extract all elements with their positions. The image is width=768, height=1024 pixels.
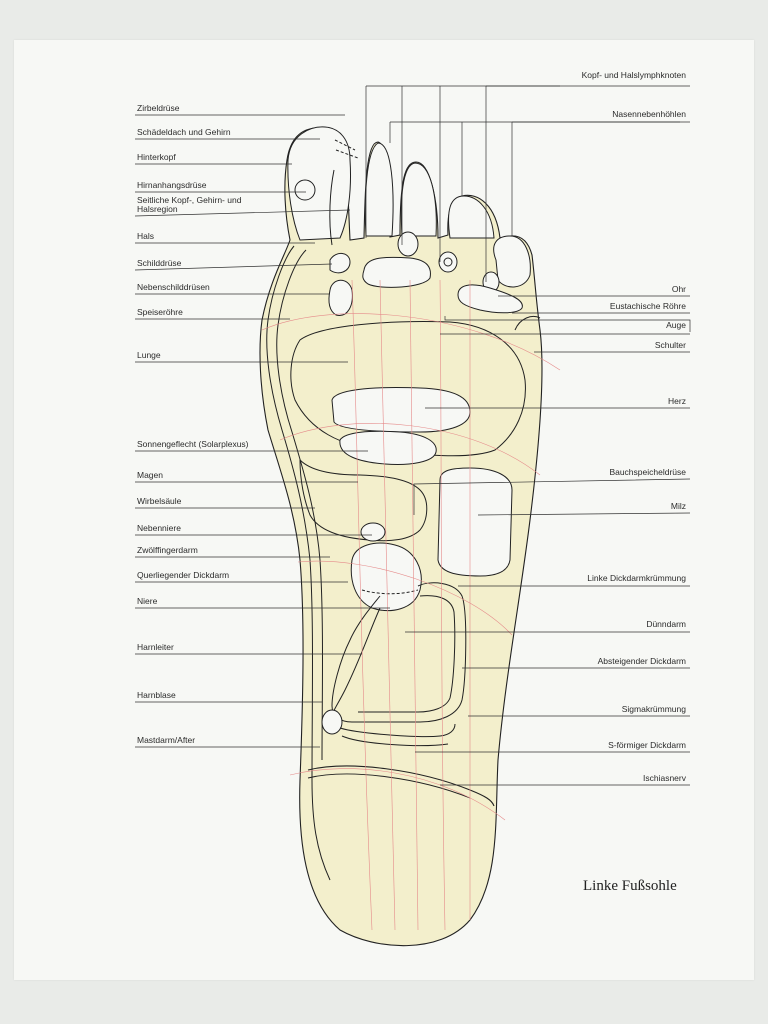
right-labels: Kopf- und Halslymphknoten Nasennebenhöhl… bbox=[582, 70, 687, 783]
colon-loop bbox=[331, 582, 467, 723]
big-toe-shape bbox=[287, 126, 351, 241]
label-schaedeldach: Schädeldach und Gehirn bbox=[137, 127, 231, 137]
spine-line-2 bbox=[276, 249, 323, 761]
label-harnleiter: Harnleiter bbox=[137, 642, 174, 652]
label-magen: Magen bbox=[137, 470, 163, 480]
pineal-dashed-line bbox=[334, 139, 359, 159]
label-kopf-halslymphknoten: Kopf- und Halslymphknoten bbox=[582, 70, 687, 80]
toe-base-circle bbox=[397, 231, 419, 257]
label-bauchspeicheldruese: Bauchspeicheldrüse bbox=[609, 467, 686, 477]
adrenal-circle bbox=[360, 522, 386, 542]
label-duenndarm: Dünndarm bbox=[646, 619, 686, 629]
label-linke-dickdarmkruemmung: Linke Dickdarmkrümmung bbox=[587, 573, 686, 583]
label-ischiasnerv: Ischiasnerv bbox=[643, 773, 687, 783]
sciatic-band-inner bbox=[307, 773, 471, 799]
thyroid-region bbox=[329, 253, 351, 274]
label-hirnanhangsdruese: Hirnanhangsdrüse bbox=[137, 180, 207, 190]
spleen-region bbox=[437, 467, 513, 577]
label-milz: Milz bbox=[671, 501, 686, 511]
ear-region bbox=[457, 284, 523, 314]
page-title: Linke Fußsohle bbox=[583, 878, 677, 894]
toe-3 bbox=[400, 162, 437, 237]
toe-base-circle bbox=[438, 251, 458, 273]
toe-2 bbox=[364, 142, 394, 237]
toe-5 bbox=[493, 235, 531, 288]
label-lunge: Lunge bbox=[137, 350, 161, 360]
left-leader-lines bbox=[134, 114, 390, 748]
label-sigmakruemmung: Sigmakrümmung bbox=[622, 704, 687, 714]
label-seitliche-kopf: Seitliche Kopf-, Gehirn- und bbox=[137, 195, 242, 205]
label-zwoelffingerdarm: Zwölffingerdarm bbox=[137, 545, 198, 555]
label-mastdarm-after: Mastdarm/After bbox=[137, 735, 195, 745]
label-auge: Auge bbox=[666, 320, 686, 330]
label-sonnengeflecht: Sonnengeflecht (Solarplexus) bbox=[137, 439, 249, 449]
label-ohr: Ohr bbox=[672, 284, 686, 294]
pituitary-circle bbox=[294, 179, 316, 201]
sigmoid-band-2 bbox=[341, 735, 449, 747]
lung-region bbox=[290, 321, 526, 457]
toe-4 bbox=[448, 195, 495, 239]
label-nebenniere: Nebenniere bbox=[137, 523, 181, 533]
right-leader-lines bbox=[405, 85, 691, 786]
label-eustachische-roehre: Eustachische Röhre bbox=[610, 301, 686, 311]
heart-region bbox=[331, 387, 471, 433]
shoulder-line bbox=[514, 316, 541, 331]
label-zirbeldruese: Zirbeldrüse bbox=[137, 103, 180, 113]
label-s-foermiger-dickdarm: S-förmiger Dickdarm bbox=[608, 740, 686, 750]
toe-base-circle bbox=[443, 257, 453, 267]
label-harnblase: Harnblase bbox=[137, 690, 176, 700]
toe2-gap bbox=[329, 169, 335, 246]
label-wirbelsaeule: Wirbelsäule bbox=[137, 496, 182, 506]
label-speiseroehre: Speiseröhre bbox=[137, 307, 183, 317]
label-herz: Herz bbox=[668, 396, 686, 406]
bladder-circle bbox=[321, 709, 343, 735]
label-halsregion: Halsregion bbox=[137, 204, 178, 214]
label-schilddruese: Schilddrüse bbox=[137, 258, 182, 268]
sigmoid-band bbox=[339, 723, 456, 738]
stomach-region bbox=[299, 458, 428, 542]
label-schulter: Schulter bbox=[655, 340, 686, 350]
kidney-dashed bbox=[361, 589, 419, 595]
label-niere: Niere bbox=[137, 596, 158, 606]
label-nebenschilddruesen: Nebenschilddrüsen bbox=[137, 282, 210, 292]
parathyroid-region bbox=[328, 279, 353, 316]
left-labels: Zirbeldrüse Schädeldach und Gehirn Hinte… bbox=[137, 103, 249, 745]
spine-line bbox=[266, 245, 331, 881]
label-querliegender-dickdarm: Querliegender Dickdarm bbox=[137, 570, 229, 580]
sciatic-band bbox=[307, 765, 495, 807]
label-hinterkopf: Hinterkopf bbox=[137, 152, 176, 162]
colon-loop-inner bbox=[358, 595, 456, 713]
label-nasennebenhoehlen: Nasennebenhöhlen bbox=[612, 109, 686, 119]
eye-region bbox=[362, 256, 431, 288]
label-hals: Hals bbox=[137, 231, 154, 241]
label-absteigender-dickdarm: Absteigender Dickdarm bbox=[598, 656, 686, 666]
